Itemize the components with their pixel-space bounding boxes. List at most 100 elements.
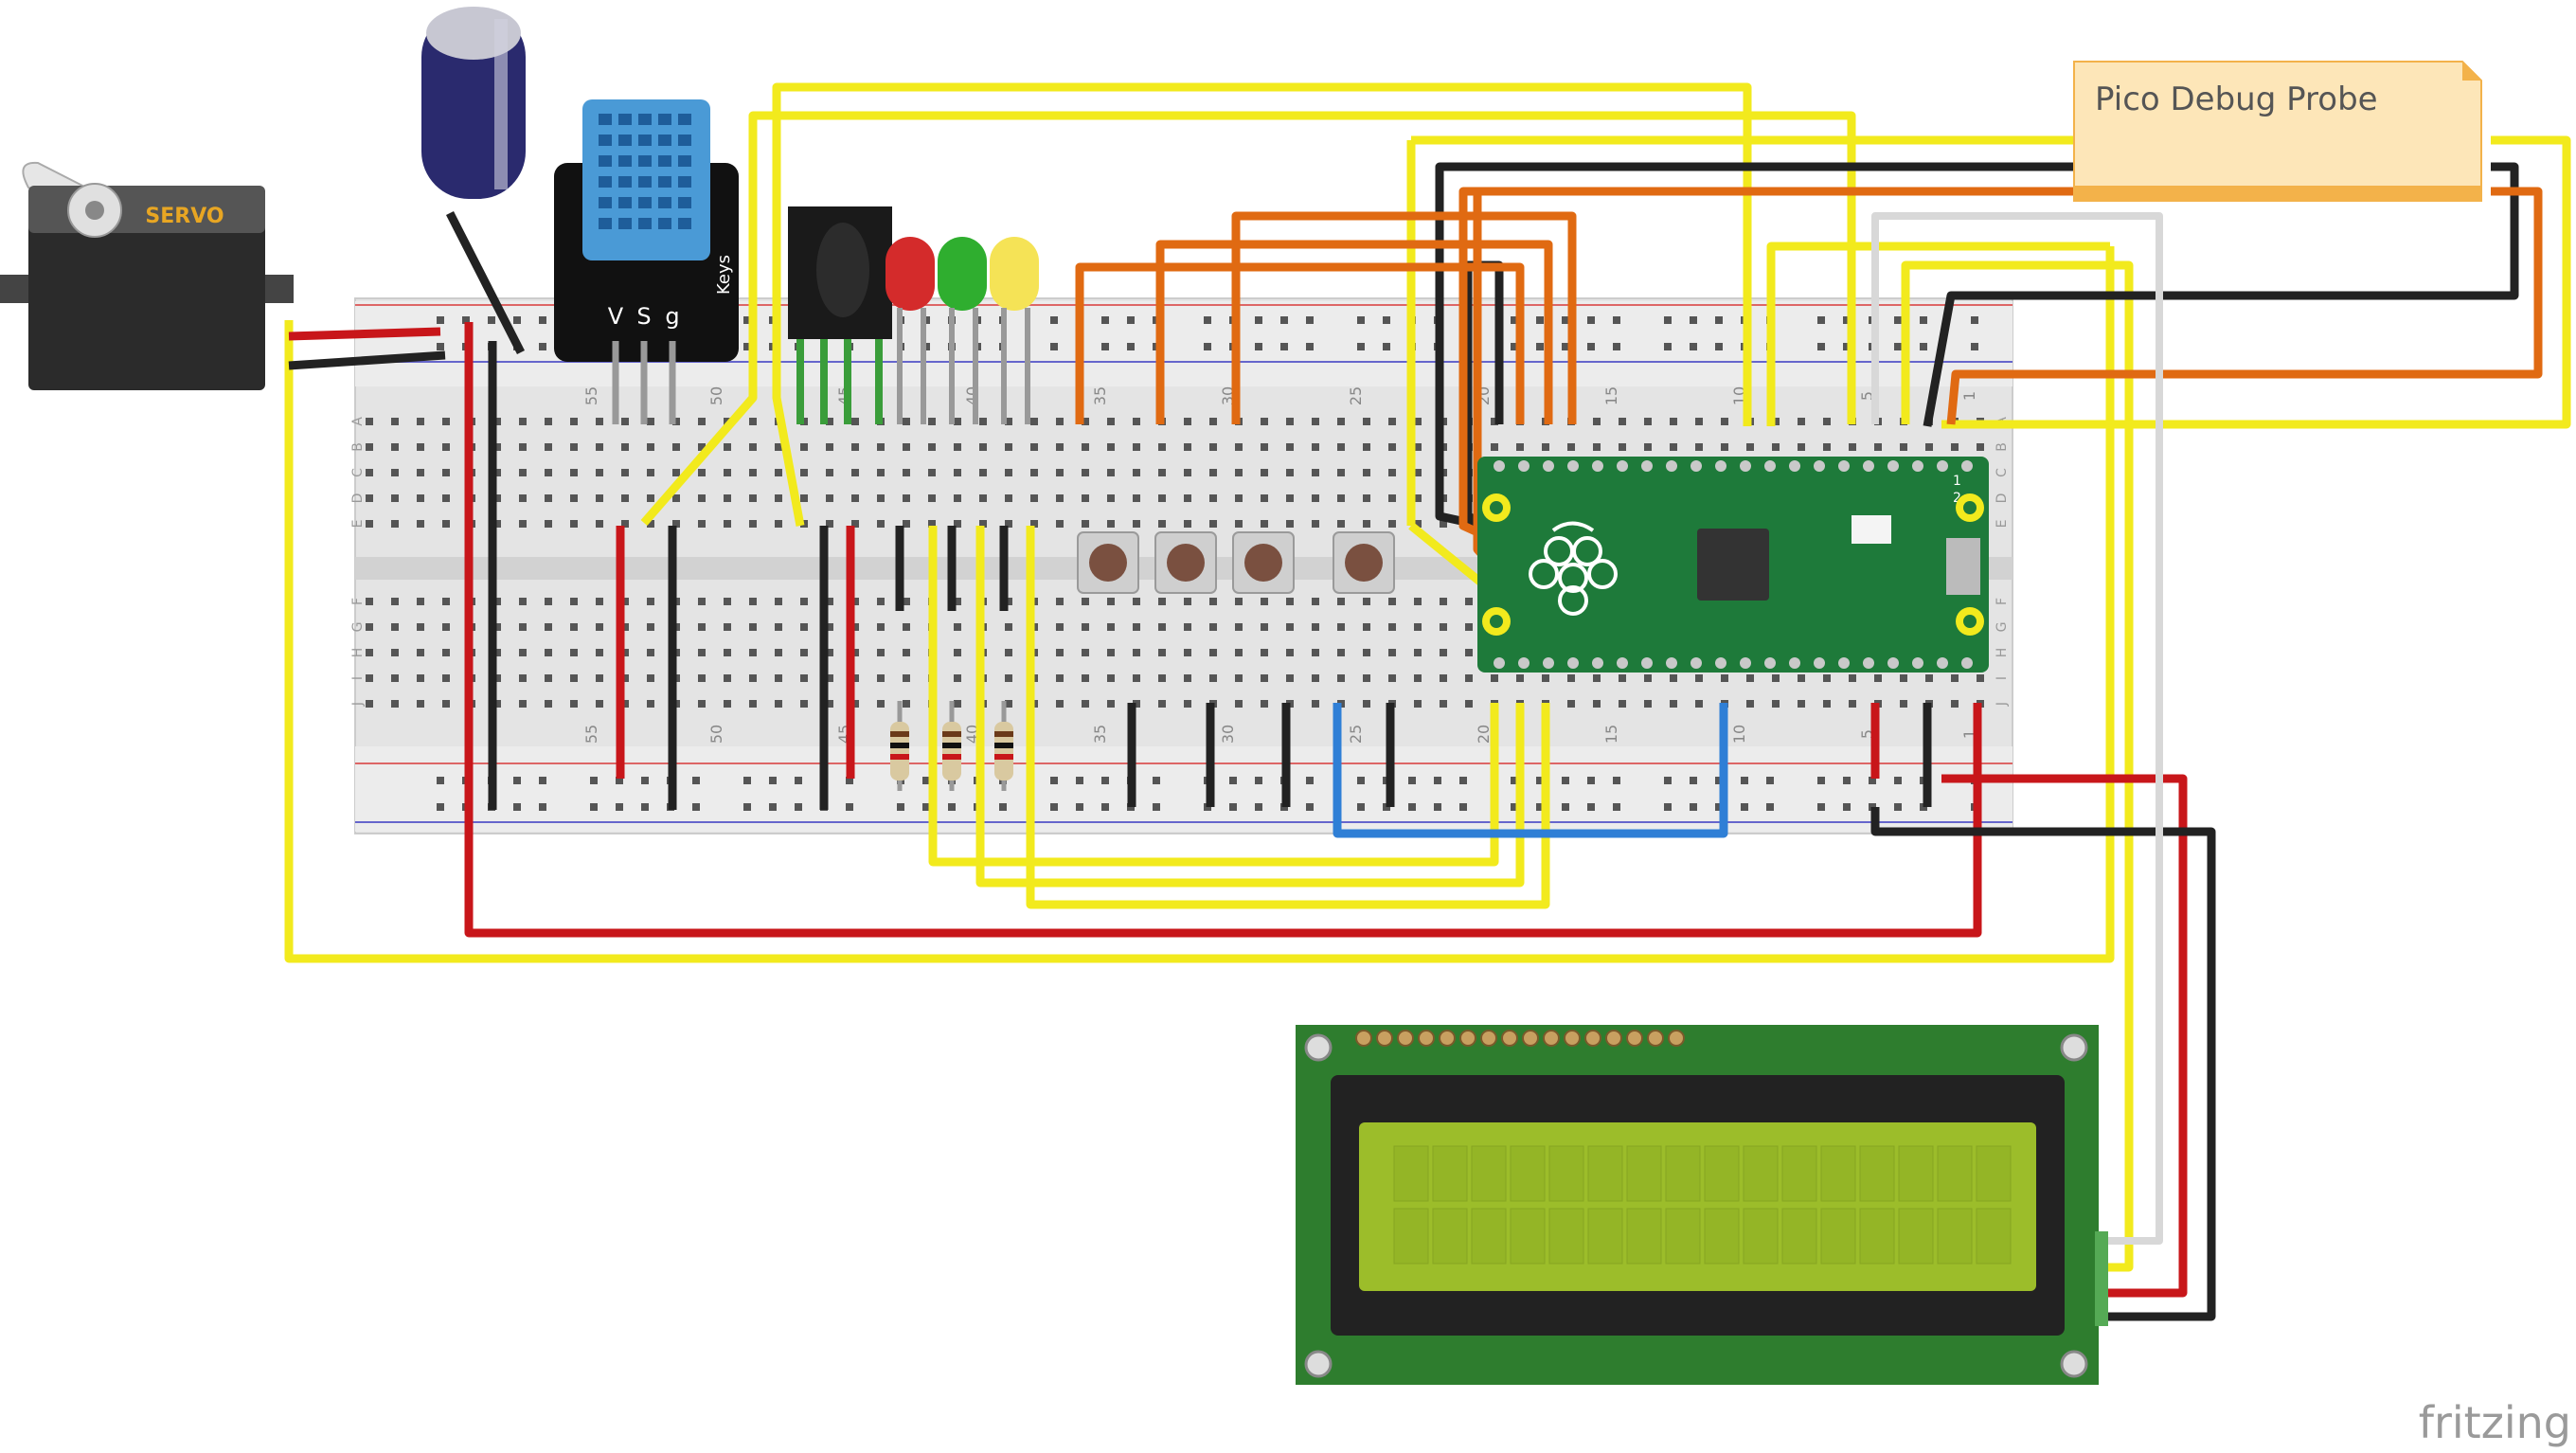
- breadboard-hole: [1184, 649, 1191, 656]
- wire-yellow[interactable]: [640, 111, 1856, 526]
- breadboard-hole: [366, 623, 373, 631]
- rail-hole: [437, 316, 444, 324]
- grille-slot: [658, 135, 671, 146]
- breadboard-hole: [775, 469, 782, 476]
- ir-receiver[interactable]: [788, 206, 892, 339]
- breadboard-hole: [749, 623, 757, 631]
- wire-black[interactable]: [288, 350, 446, 370]
- dht-pin-label: g: [665, 303, 679, 330]
- breadboard-hole: [1235, 469, 1243, 476]
- wire-yellow[interactable]: [284, 246, 2115, 963]
- breadboard-hole: [1056, 674, 1064, 682]
- push-button[interactable]: [1232, 531, 1295, 594]
- lcd-cell: [1820, 1145, 1856, 1202]
- raspberry-pi-pico[interactable]: 1 2: [1477, 457, 1989, 673]
- breadboard-hole: [903, 494, 910, 502]
- wire-orange[interactable]: [1075, 262, 1525, 424]
- breadboard-hole: [826, 700, 833, 708]
- led-yellow[interactable]: [990, 237, 1039, 424]
- wire-black[interactable]: [1923, 162, 2519, 427]
- wire-black[interactable]: [1435, 162, 2074, 533]
- wire-yellow[interactable]: [928, 526, 1499, 867]
- breadboard-hole: [1670, 418, 1677, 425]
- breadboard-hole: [1005, 598, 1012, 605]
- wire-orange[interactable]: [1231, 211, 1577, 424]
- wire-yellow[interactable]: [1026, 526, 1550, 909]
- breadboard-hole: [1056, 598, 1064, 605]
- breadboard-hole: [417, 598, 424, 605]
- breadboard-hole: [954, 598, 961, 605]
- rail-hole: [1357, 777, 1365, 784]
- lcd-cell: [1471, 1145, 1507, 1202]
- resistor-band: [942, 731, 961, 737]
- breadboard-hole: [851, 418, 859, 425]
- wire-blue[interactable]: [1333, 703, 1728, 838]
- column-number: 25: [1347, 386, 1365, 405]
- rail-hole: [1817, 803, 1825, 811]
- wire-yellow[interactable]: [1766, 242, 2110, 426]
- breadboard-hole: [1261, 700, 1268, 708]
- wire-yellow[interactable]: [975, 526, 1525, 888]
- wire-orange[interactable]: [1155, 240, 1553, 424]
- push-button[interactable]: [1154, 531, 1217, 594]
- led-green[interactable]: [938, 237, 987, 424]
- wire-black[interactable]: [1870, 807, 2216, 1321]
- breadboard-hole: [366, 469, 373, 476]
- breadboard-hole: [724, 598, 731, 605]
- wire-yellow[interactable]: [1941, 135, 2571, 429]
- resistor[interactable]: [942, 701, 961, 791]
- breadboard-hole: [1491, 418, 1498, 425]
- breadboard-hole: [826, 520, 833, 528]
- dht-sensor-module[interactable]: V S g Keys: [554, 99, 739, 424]
- lcd-header-pin: [1668, 1030, 1685, 1047]
- pico-pin: [1838, 657, 1850, 669]
- breadboard-hole: [851, 623, 859, 631]
- led-red[interactable]: [886, 237, 935, 424]
- breadboard-hole: [1209, 649, 1217, 656]
- rail-hole: [1920, 343, 1927, 350]
- breadboard-hole: [621, 520, 629, 528]
- wire-red[interactable]: [1941, 774, 2188, 1298]
- breadboard-hole: [1567, 674, 1575, 682]
- push-button[interactable]: [1077, 531, 1139, 594]
- breadboard-hole: [928, 494, 936, 502]
- breadboard-hole: [1286, 494, 1294, 502]
- breadboard-hole: [570, 469, 578, 476]
- breadboard-hole: [621, 623, 629, 631]
- wire-black[interactable]: [445, 210, 526, 355]
- resistor[interactable]: [994, 701, 1013, 791]
- lcd-display-16x2[interactable]: [1296, 1025, 2108, 1385]
- breadboard-hole: [1235, 623, 1243, 631]
- rail-hole: [539, 803, 546, 811]
- pico-pin: [1863, 657, 1874, 669]
- breadboard-hole: [724, 649, 731, 656]
- wire-red[interactable]: [464, 322, 1982, 938]
- rail-hole: [641, 803, 649, 811]
- breadboard-hole: [391, 674, 399, 682]
- servo-motor[interactable]: SERVO: [0, 161, 294, 390]
- electrolytic-capacitor[interactable]: [421, 7, 526, 199]
- breadboard-hole: [851, 494, 859, 502]
- wire-yellow[interactable]: [772, 82, 1752, 527]
- lcd-mount-hole: [2060, 1350, 2088, 1378]
- wire-yellow[interactable]: [1901, 260, 2134, 1272]
- lcd-cell: [1548, 1208, 1584, 1265]
- breadboard-hole: [954, 443, 961, 451]
- dht-brand-label: Keys: [714, 255, 734, 295]
- breadboard-hole: [826, 469, 833, 476]
- rail-hole: [1664, 316, 1672, 324]
- column-number: 35: [1091, 725, 1109, 744]
- lcd-cell: [1859, 1208, 1895, 1265]
- breadboard-hole: [1951, 443, 1959, 451]
- resistor[interactable]: [890, 701, 909, 791]
- rail-hole: [1894, 343, 1902, 350]
- breadboard-hole: [1312, 469, 1319, 476]
- wire-orange[interactable]: [1946, 187, 2543, 425]
- push-button[interactable]: [1333, 531, 1395, 594]
- pico-debug-probe-note[interactable]: Pico Debug Probe: [2073, 61, 2482, 202]
- breadboard-hole: [1772, 418, 1780, 425]
- pico-pin: [1740, 657, 1751, 669]
- wire-red[interactable]: [288, 327, 441, 341]
- wire-yellow[interactable]: [1408, 522, 1490, 591]
- rail-hole: [1357, 316, 1365, 324]
